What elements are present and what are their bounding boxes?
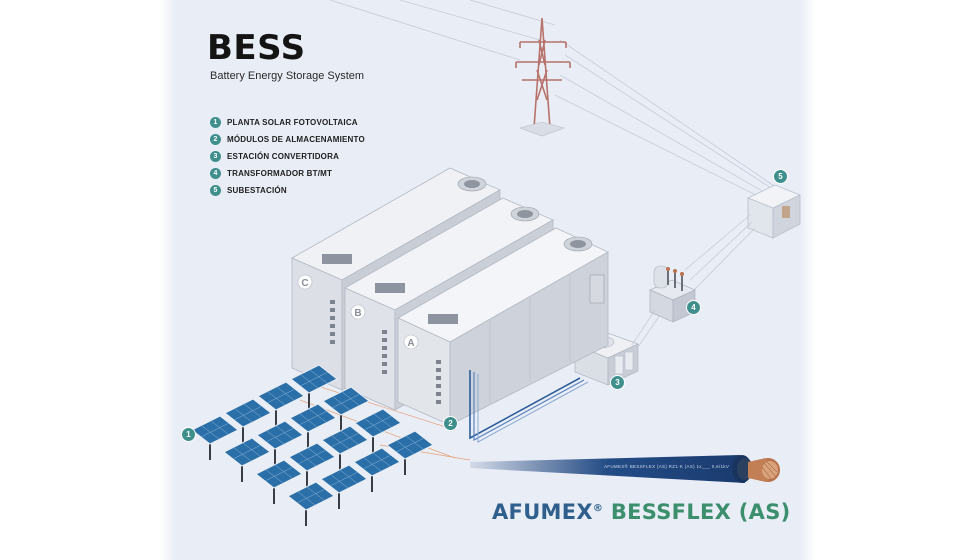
solar-panel (353, 447, 401, 492)
solar-panel (289, 403, 337, 448)
solar-panel (321, 425, 369, 470)
legend-marker: 5 (210, 185, 221, 196)
marker-substation: 5 (773, 169, 788, 184)
registered-mark: ® (592, 503, 604, 514)
solar-panel (223, 437, 271, 482)
product-name: AFUMEX® BESSFLEX (AS) (492, 500, 791, 524)
container-label-b: B (354, 308, 361, 319)
legend-label: MÓDULOS DE ALMACENAMIENTO (227, 135, 365, 144)
page-title: BESS (207, 28, 306, 68)
solar-panel (386, 430, 434, 475)
marker-storage-modules: 2 (443, 416, 458, 431)
legend-label: ESTACIÓN CONVERTIDORA (227, 152, 340, 161)
solar-panel (256, 420, 304, 465)
legend-marker: 4 (210, 168, 221, 179)
solar-panel (224, 398, 272, 443)
pylon-base (519, 121, 565, 137)
legend-marker: 2 (210, 134, 221, 145)
legend-item: 2 MÓDULOS DE ALMACENAMIENTO (210, 131, 365, 148)
converter-to-transformer-lines (631, 309, 661, 351)
solar-panel (255, 459, 303, 504)
legend-marker: 3 (210, 151, 221, 162)
power-lines (329, 0, 783, 206)
pylon-tower (515, 17, 571, 129)
legend-label: SUBESTACIÓN (227, 186, 287, 195)
legend-item: 4 TRANSFORMADOR BT/MT (210, 165, 365, 182)
product-name-part2: BESSFLEX (AS) (610, 500, 791, 524)
legend-label: PLANTA SOLAR FOTOVOLTAICA (227, 118, 358, 127)
mv-lines (684, 214, 756, 291)
legend-item: 1 PLANTA SOLAR FOTOVOLTAICA (210, 114, 365, 131)
page-subtitle: Battery Energy Storage System (210, 70, 365, 82)
container-label-c: C (301, 278, 308, 289)
legend: 1 PLANTA SOLAR FOTOVOLTAICA 2 MÓDULOS DE… (210, 114, 365, 199)
marker-transformer: 4 (686, 300, 701, 315)
container-labels: C B A (297, 274, 419, 350)
substation (747, 184, 801, 239)
legend-label: TRANSFORMADOR BT/MT (227, 169, 333, 178)
solar-panel (257, 381, 305, 426)
cable-print-text: AFUMEX® BESSFLEX (AS) RZ1-K (AS) 1x___ 0… (604, 464, 730, 469)
legend-marker: 1 (210, 117, 221, 128)
solar-panel (290, 364, 338, 409)
product-name-part1: AFUMEX (492, 500, 593, 524)
marker-solar-plant: 1 (181, 427, 196, 442)
solar-panel (354, 408, 402, 453)
solar-panel (322, 386, 370, 431)
solar-array (191, 364, 434, 526)
marker-converter-station: 3 (610, 375, 625, 390)
solar-panel (320, 464, 368, 509)
container-label-a: A (407, 338, 414, 349)
cable-product (470, 455, 780, 483)
solar-panel (191, 415, 239, 460)
solar-panel (288, 442, 336, 487)
solar-panel (287, 481, 335, 526)
legend-item: 3 ESTACIÓN CONVERTIDORA (210, 148, 365, 165)
legend-item: 5 SUBESTACIÓN (210, 182, 365, 199)
